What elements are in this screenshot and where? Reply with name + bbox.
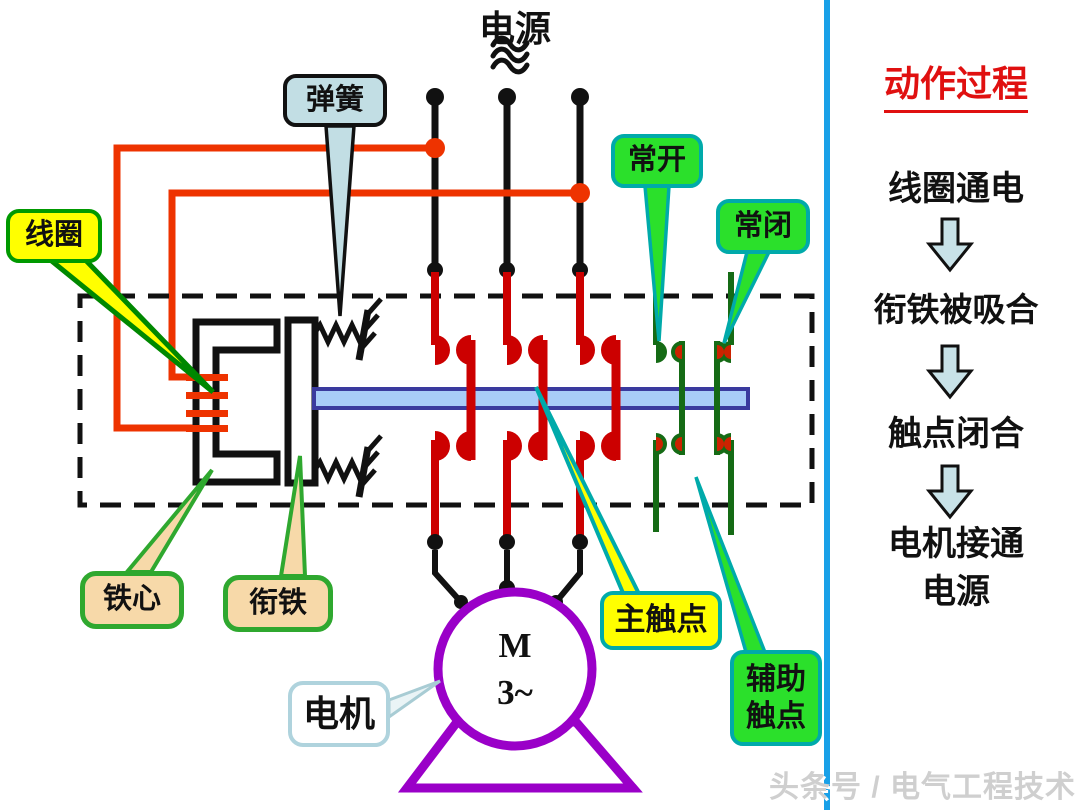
motor-rating-text: M 3~ xyxy=(465,622,565,717)
process-step-4: 电机接通 电源 xyxy=(840,521,1072,616)
watermark-text: 头条号 / 电气工程技术 xyxy=(768,771,1076,804)
power-source-label: 电源 xyxy=(478,8,551,49)
process-step-1: 线圈通电 xyxy=(888,170,1024,208)
coil-pointer xyxy=(43,240,215,394)
motor-pointer xyxy=(387,679,441,720)
return-spring-top xyxy=(311,297,383,361)
main-contact-callout: 主触点 xyxy=(600,591,722,650)
aux-contact-line2: 触点 xyxy=(746,700,806,733)
process-title: 动作过程 xyxy=(840,55,1072,113)
spring-callout: 弹簧 xyxy=(283,74,387,127)
motor-phase: 3~ xyxy=(497,673,533,713)
iron-core-shape xyxy=(192,318,281,486)
flow-arrows xyxy=(925,217,975,520)
down-arrow-icon xyxy=(925,464,975,520)
aux-contact-line1: 辅助 xyxy=(746,662,806,696)
return-spring-bottom xyxy=(311,434,383,498)
ac-wave-icon xyxy=(490,35,530,75)
aux-contacts xyxy=(653,270,734,535)
motor-callout: 电机 xyxy=(288,681,390,747)
spring-pointer xyxy=(324,124,356,317)
main-contact-pointer xyxy=(534,386,650,614)
normally-closed-callout: 常闭 xyxy=(716,199,810,254)
wire-junction-dot xyxy=(570,183,590,203)
contact-shaft xyxy=(312,387,750,410)
separator-line xyxy=(824,0,830,810)
process-step-3: 触点闭合 xyxy=(888,415,1024,453)
motor-symbol xyxy=(397,587,643,793)
process-step-4-line2: 电源 xyxy=(922,572,990,611)
iron-core-callout: 铁心 xyxy=(80,571,184,629)
armature-callout: 衔铁 xyxy=(223,575,333,632)
down-arrow-icon xyxy=(925,217,975,273)
power-supply-lines xyxy=(431,97,584,270)
process-step-4-line1: 电机接通 xyxy=(888,525,1024,563)
process-step-2: 衔铁被吸合 xyxy=(873,291,1039,328)
aux-contact-callout: 辅助 触点 xyxy=(730,650,822,746)
down-arrow-icon xyxy=(925,344,975,400)
normally-open-callout: 常开 xyxy=(611,134,703,188)
dashed-enclosure xyxy=(77,293,815,508)
wire-junction-dot xyxy=(425,138,445,158)
iron-core-pointer xyxy=(122,468,214,574)
coil-turns xyxy=(186,374,228,432)
normally-open-pointer xyxy=(643,184,671,342)
coil-callout: 线圈 xyxy=(6,209,102,263)
motor-m: M xyxy=(498,626,532,665)
